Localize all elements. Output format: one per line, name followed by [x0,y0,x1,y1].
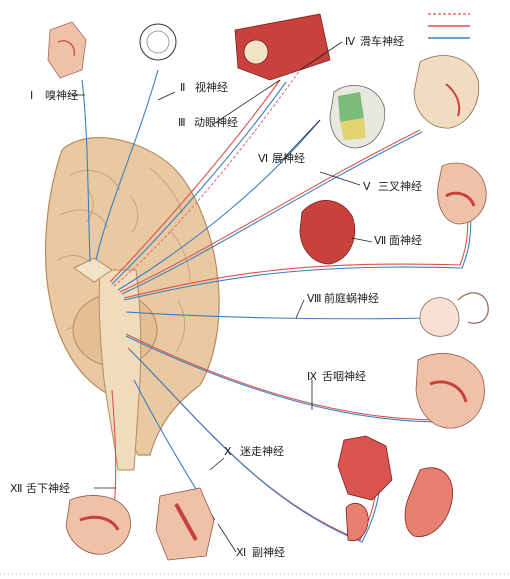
label-abducens-numeral: Ⅵ [258,152,268,165]
path-trigeminal-blue [121,131,423,295]
skull-vignette [413,55,480,129]
tongue-vignette [65,495,131,555]
label-optic-name: 视神经 [195,80,228,94]
label-facial-name: 面神经 [389,233,422,247]
path-glossopharyngeal-red [125,333,441,421]
label-accessory-numeral: Ⅺ [236,546,246,559]
label-trigeminal-numeral: Ⅴ [363,180,371,193]
label-oculomotor-name: 动眼神经 [194,115,238,129]
path-oculomotor-red [109,79,281,283]
pharynx-vignette [415,353,485,429]
path-oculomotor-blue [111,81,287,285]
anatomy-vignettes [47,13,489,561]
inner-ear-vignette [419,297,460,337]
digestive-vignette [404,467,454,538]
path-abducens [117,119,321,291]
label-glossopharyngeal-numeral: Ⅸ [307,370,317,383]
eyeball-vignette [139,23,177,61]
path-optic [95,69,159,261]
label-oculomotor-numeral: Ⅲ [178,116,186,129]
path-trigeminal-red [119,129,421,293]
label-vestibulocochlear-name: 前庭蜗神经 [324,291,379,305]
label-optic-numeral: Ⅱ [180,81,185,94]
label-vagus-numeral: Ⅹ [224,445,232,458]
path-facial-blue [123,191,472,301]
path-trochlear [113,69,301,287]
path-olfactory [81,79,91,263]
label-olfactory-numeral: Ⅰ [30,89,33,102]
path-facial-red [123,189,469,299]
path-vestibulocochlear [125,311,431,320]
path-glossopharyngeal-blue [125,335,443,423]
nose-vignette [47,21,87,79]
facial-muscles-vignette [299,200,356,265]
stomach-vignette [345,502,369,542]
label-trigeminal-name: 三叉神经 [378,179,422,193]
label-trochlear-numeral: Ⅳ [345,35,356,48]
label-hypoglossal-numeral: Ⅻ [10,482,22,495]
brain-illustration [44,137,220,471]
label-hypoglossal-name: 舌下神经 [26,481,70,495]
optic-chiasm [73,257,113,283]
label-glossopharyngeal-name: 舌咽神经 [322,369,366,383]
label-abducens-name: 展神经 [272,151,305,165]
heart-lungs-vignette [337,435,393,501]
label-facial-numeral: Ⅶ [374,234,386,247]
label-vagus-name: 迷走神经 [240,444,284,458]
leader-lines [72,41,373,553]
label-accessory-name: 副神经 [252,545,285,559]
label-vestibulocochlear-numeral: Ⅷ [307,292,322,305]
label-trochlear-name: 滑车神经 [360,34,404,48]
label-olfactory-name: 嗅神经 [45,88,78,102]
brainstem [98,269,142,471]
legend [428,13,470,39]
